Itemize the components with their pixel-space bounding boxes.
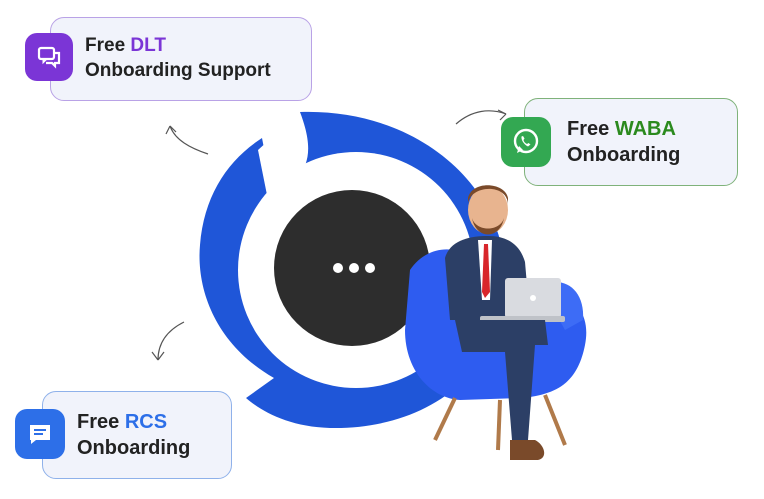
rcs-card-highlight: RCS xyxy=(124,411,168,433)
arrow-to-rcs xyxy=(151,321,185,361)
rcs-onboarding-card[interactable]: Free RCS Onboarding xyxy=(42,391,232,479)
typing-dot xyxy=(349,263,359,273)
rcs-card-subtitle: Onboarding xyxy=(77,437,191,459)
dlt-card-subtitle: Onboarding Support xyxy=(85,60,271,81)
message-icon xyxy=(30,425,50,444)
rcs-card-prefix: Free xyxy=(77,411,120,433)
arrow-to-waba xyxy=(455,109,507,125)
waba-icon-badge xyxy=(501,117,551,167)
rcs-card-title: Free RCS xyxy=(77,409,231,435)
waba-onboarding-card[interactable]: Free WABA Onboarding xyxy=(524,98,738,186)
whatsapp-icon xyxy=(513,128,539,154)
arrow-to-dlt xyxy=(165,125,209,155)
dlt-icon-badge xyxy=(25,33,73,81)
dlt-card-prefix: Free xyxy=(85,35,126,57)
dlt-card-title: Free DLT xyxy=(85,34,311,59)
typing-dot xyxy=(333,263,343,273)
typing-dot xyxy=(365,263,375,273)
rcs-icon-badge xyxy=(15,409,65,459)
waba-card-subtitle: Onboarding xyxy=(567,144,681,166)
chat-bubbles-icon xyxy=(37,46,61,69)
waba-card-prefix: Free xyxy=(567,118,610,140)
person-illustration xyxy=(405,185,587,460)
waba-card-highlight: WABA xyxy=(614,118,676,140)
dlt-card-highlight: DLT xyxy=(130,35,166,57)
dlt-onboarding-card[interactable]: Free DLT Onboarding Support xyxy=(50,17,312,101)
waba-card-title: Free WABA xyxy=(567,116,737,142)
